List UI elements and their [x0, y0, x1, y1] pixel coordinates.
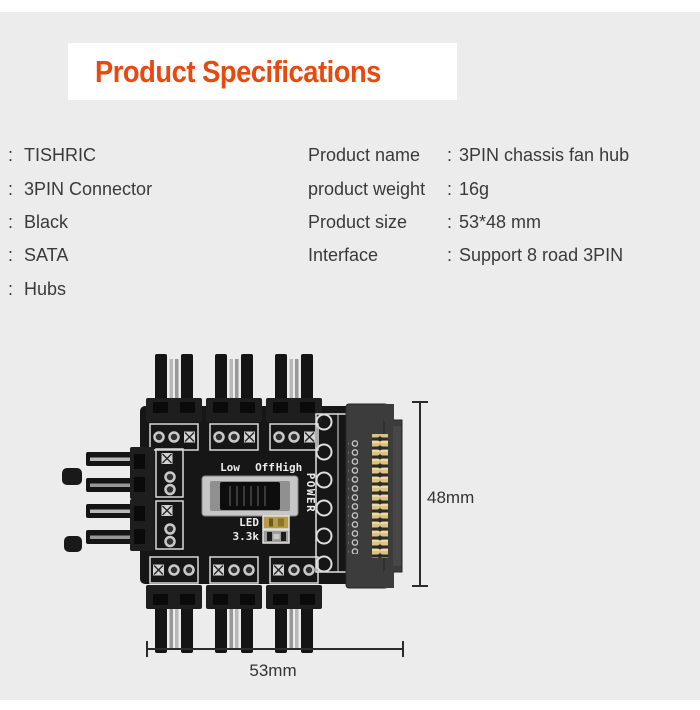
title-banner: Product Specifications: [68, 43, 457, 100]
spec-power-interface: : SATA: [8, 239, 152, 272]
colon: :: [447, 211, 453, 232]
dimension-height-label: 48mm: [427, 488, 474, 507]
fan-header-top-1: [144, 352, 204, 452]
spec-product-name: Product name : 3PIN chassis fan hub: [308, 139, 629, 172]
dimension-width: [146, 641, 404, 657]
left-connector-tab-1: [62, 468, 82, 485]
spec-product-size-value: 53*48 mm: [459, 211, 542, 232]
dimension-height: [412, 401, 428, 587]
spec-color-value: Black: [24, 211, 69, 232]
fan-header-left-1: [84, 445, 185, 501]
sata-connector: [345, 403, 403, 589]
sata-through-pins: [348, 438, 358, 554]
speed-switch: Low Off High: [201, 461, 303, 517]
power-label: POWER: [304, 473, 317, 514]
spec-product-weight: product weight : 16g: [308, 172, 629, 205]
fan-header-left-2: [84, 497, 185, 553]
colon: :: [8, 278, 14, 299]
spec-product-name-label: Product name: [308, 145, 421, 166]
spec-brand: : TISHRIC: [8, 139, 152, 172]
switch-label-high: High: [276, 461, 303, 474]
led-label: LED: [239, 516, 259, 529]
spec-type-value: Hubs: [24, 278, 67, 299]
switch-label-off: Off: [255, 461, 275, 474]
colon: :: [8, 178, 14, 199]
dimension-width-label: 53mm: [249, 661, 296, 680]
spec-brand-value: TISHRIC: [24, 145, 96, 166]
product-figure: POWER Low Off High LED: [62, 352, 474, 680]
colon: :: [447, 145, 453, 166]
spec-product-size: Product size : 53*48 mm: [308, 206, 629, 239]
spec-interface-value: Support 8 road 3PIN: [459, 245, 624, 266]
sata-gold-pins: [372, 434, 388, 558]
spec-interface: Interface : Support 8 road 3PIN: [308, 239, 629, 272]
switch-label-low: Low: [220, 461, 240, 474]
colon: :: [8, 245, 14, 266]
spec-connector-value: 3PIN Connector: [24, 178, 153, 199]
colon: :: [447, 178, 453, 199]
led-component: LED: [239, 515, 290, 530]
left-connector-tab-2: [64, 536, 82, 552]
resistor-label: 3.3k: [233, 530, 260, 543]
spec-connector: : 3PIN Connector: [8, 172, 152, 205]
spec-power-interface-value: SATA: [24, 245, 69, 266]
spec-list-right: Product name : 3PIN chassis fan hub prod…: [308, 139, 629, 273]
fan-header-top-2: [204, 352, 264, 452]
spec-product-name-value: 3PIN chassis fan hub: [459, 145, 630, 166]
fan-header-bottom-1: [144, 555, 204, 655]
fan-header-bottom-3: [264, 555, 324, 655]
fan-header-top-3: [264, 352, 324, 452]
colon: :: [447, 245, 453, 266]
spec-product-weight-value: 16g: [459, 178, 490, 199]
spec-product-size-label: Product size: [308, 211, 408, 232]
spec-color: : Black: [8, 206, 152, 239]
colon: :: [8, 211, 14, 232]
resistor-component: 3.3k: [233, 529, 290, 544]
spec-list-left: : TISHRIC : 3PIN Connector : Black : SAT…: [8, 139, 152, 306]
spec-interface-label: Interface: [308, 245, 379, 266]
fan-header-bottom-2: [204, 555, 264, 655]
colon: :: [8, 145, 14, 166]
spec-type: : Hubs: [8, 273, 152, 306]
page-title: Product Specifications: [95, 53, 381, 89]
spec-product-weight-label: product weight: [308, 178, 426, 199]
